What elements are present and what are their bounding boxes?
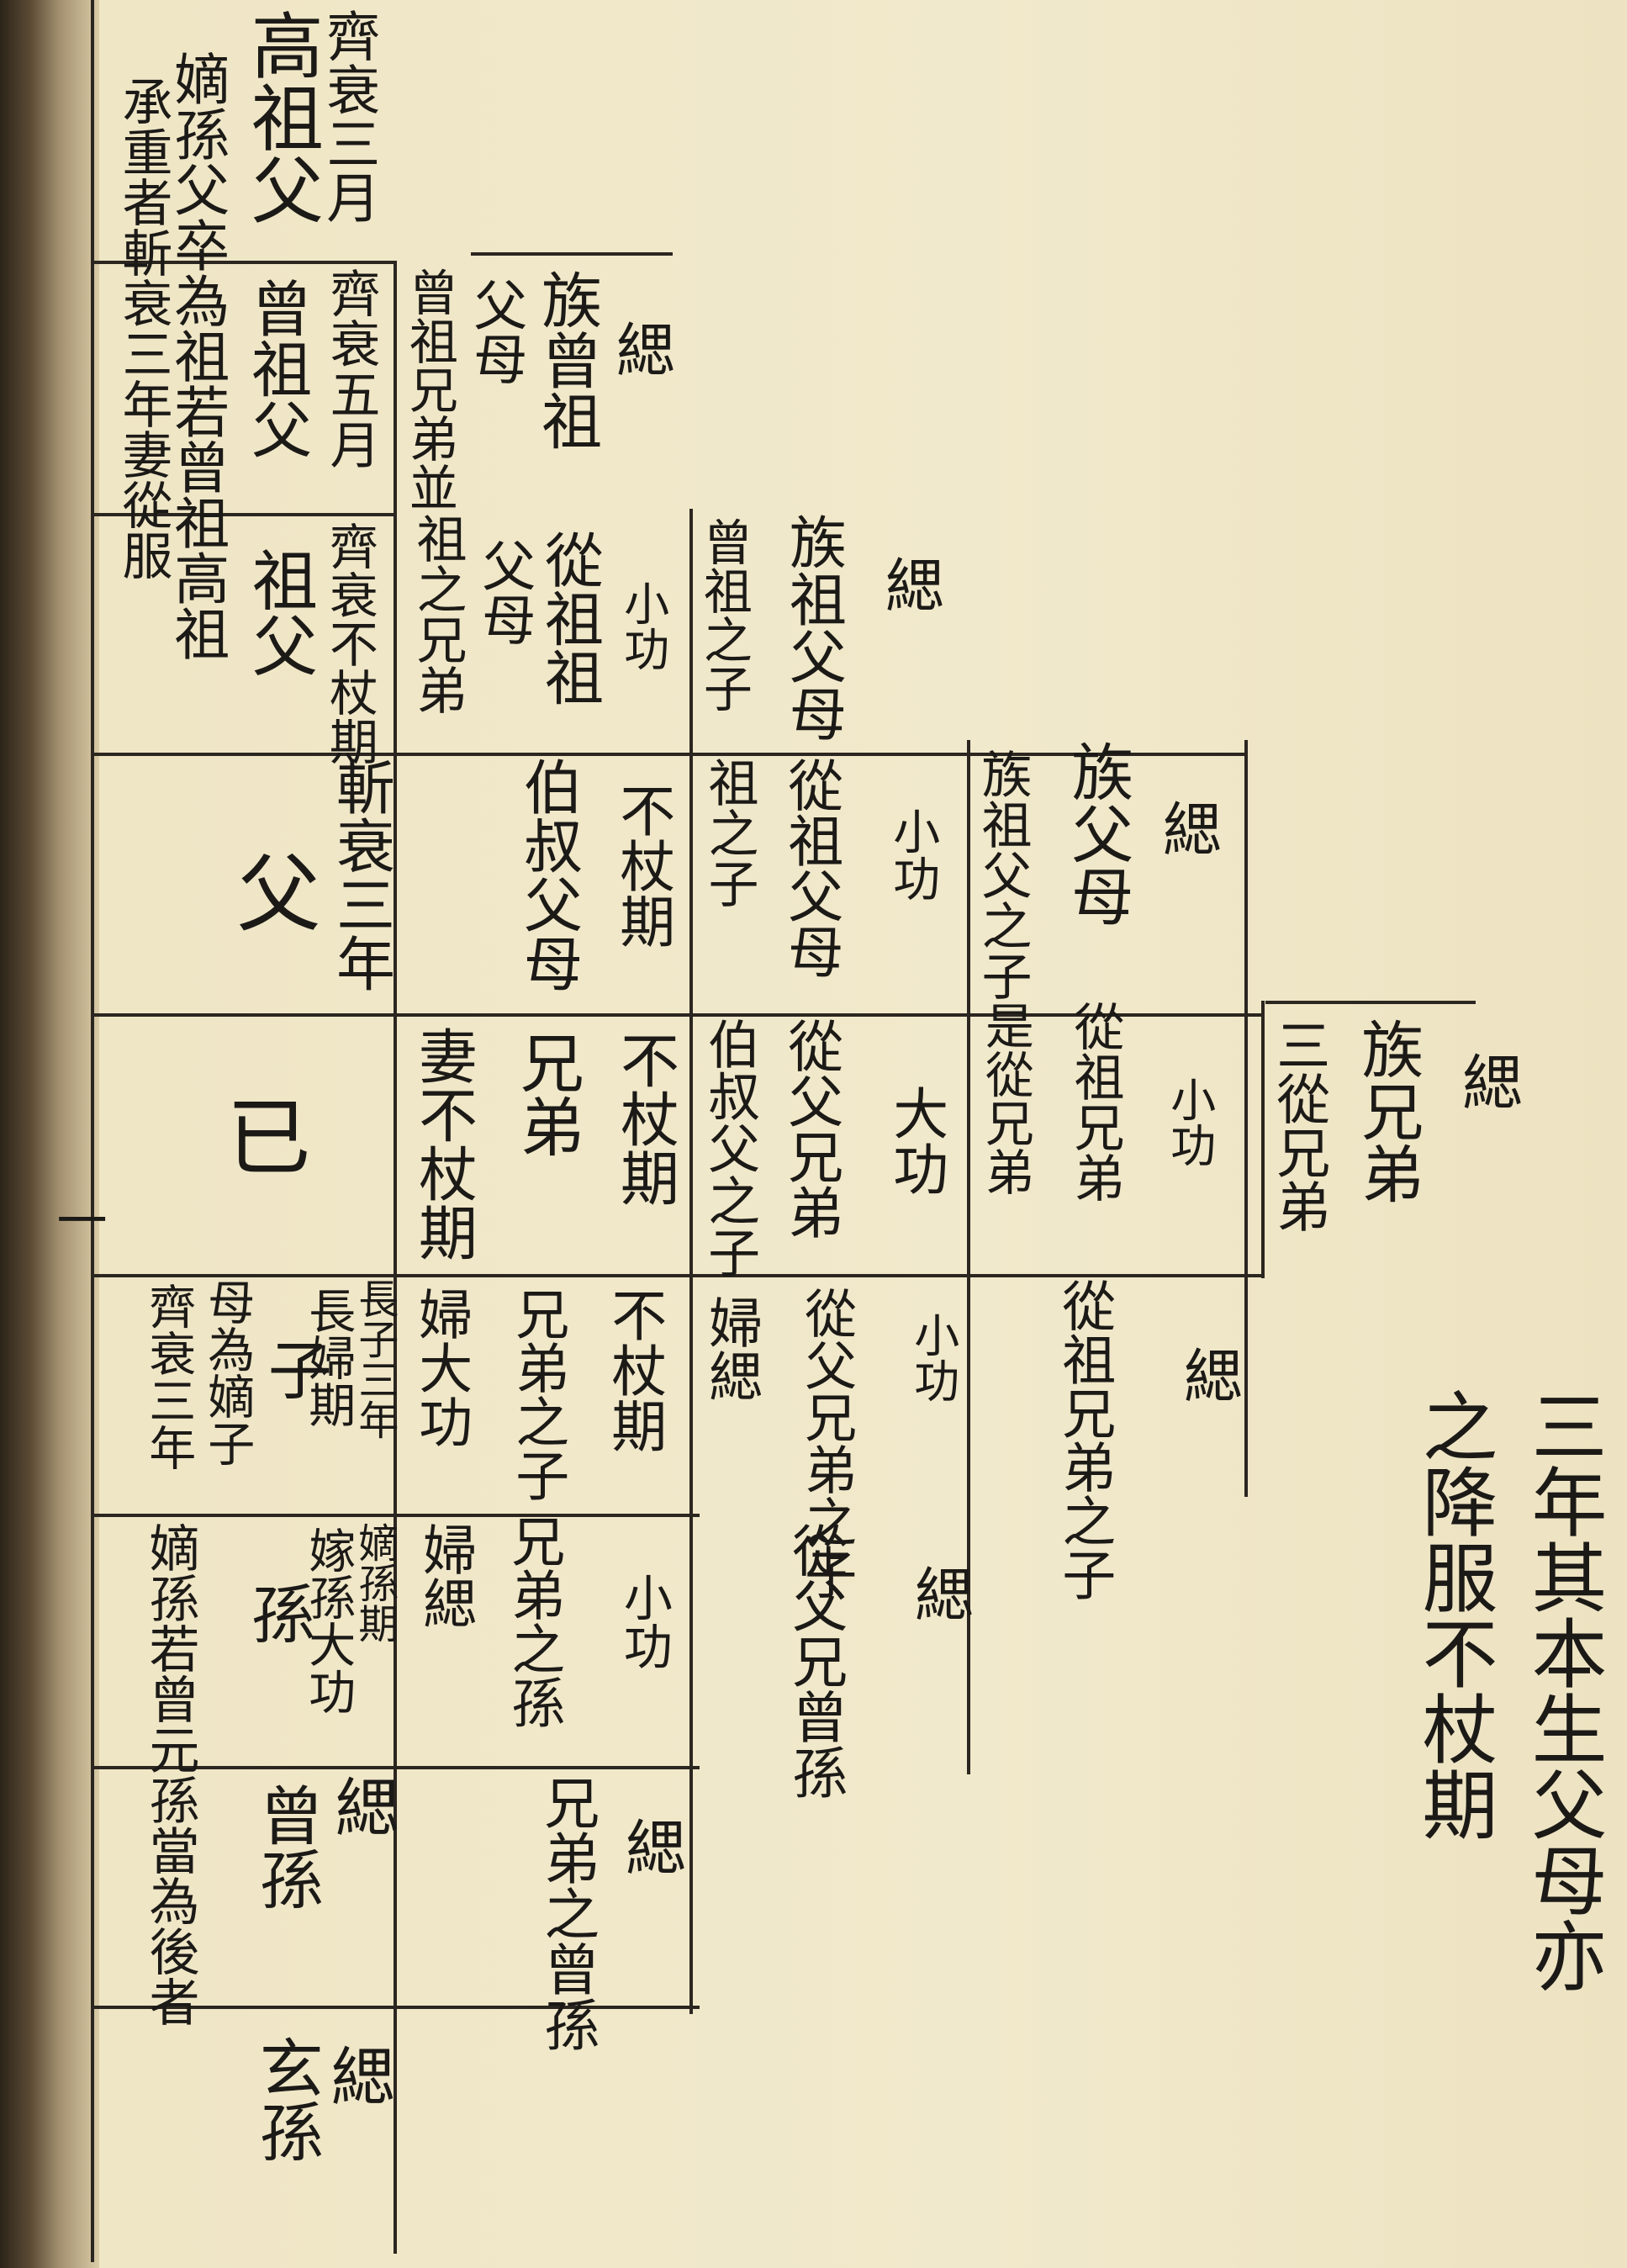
bracket-top (471, 252, 673, 256)
col3-zu-zufumu: 族祖父母 (779, 513, 846, 742)
col4-si: 緦 (1153, 799, 1223, 858)
cell-fu-mourning: 斬衰三年 (326, 757, 396, 992)
col3-si: 緦 (875, 555, 945, 614)
row-divider (91, 261, 394, 264)
cell-zufu: 祖父 (240, 547, 317, 678)
cell-zi-note: 母為嫡子 (199, 1278, 255, 1467)
col4-si2: 緦 (1174, 1345, 1244, 1404)
cell-dizhu-note-2: 承重者斬衰三年妻從服 (114, 76, 172, 580)
cell-cong-zu-zu: 從祖祖 (535, 530, 605, 706)
cell-zhangzi: 長子三年 (351, 1278, 399, 1440)
cell-zu-mourning: 齊衰不杖期 (320, 521, 378, 765)
col3-si2: 緦 (905, 1564, 975, 1623)
cell-xiaogong: 小功 (615, 580, 669, 671)
cell-ji: 已 (212, 1093, 310, 1177)
cell-buzhang3: 不杖期 (602, 1287, 668, 1453)
col3-cong-fu-xiongdi: 從父兄弟 (779, 1018, 844, 1240)
col3-dagong: 大功 (884, 1085, 949, 1196)
table-left-border (91, 0, 94, 2262)
cell-wife: 妻不杖期 (409, 1026, 478, 1261)
cell-sun: 孫 (240, 1581, 315, 1645)
col3-xiaogong2: 小功 (906, 1312, 959, 1403)
cell-xuansun: 玄孫 (248, 2035, 324, 2163)
col3-boshu-zi: 伯叔父之子 (699, 1018, 761, 1278)
col3-cong-fu-xiongdi-zi: 從父兄弟之子 (795, 1287, 858, 1599)
col3-cong-fu-xiong-zengsun: 從父兄曾孫 (783, 1522, 848, 1800)
row-divider (94, 1013, 1263, 1017)
cell-zengzufu: 曾祖父 (240, 278, 312, 459)
col3-xiaogong: 小功 (885, 807, 940, 901)
cell-fu: 父 (222, 849, 320, 933)
col4-zu-zufu-zi: 族祖父之子 (973, 748, 1032, 1001)
cell-boshu: 伯叔父母 (514, 757, 584, 992)
col4-cong-zu-xiongdi: 從祖兄弟 (1065, 1001, 1124, 1203)
cell-si: 緦 (606, 320, 676, 378)
margin-tick: 一 (48, 1194, 107, 1245)
row-divider (94, 1514, 700, 1517)
col5-top-border (1265, 1001, 1476, 1004)
row-divider (94, 1274, 1263, 1277)
cell-si-xuansun: 緦 (320, 2043, 395, 2107)
column-divider (1261, 1001, 1265, 1278)
column-divider (394, 261, 397, 2254)
cell-xiongdi-fu: 婦大功 (409, 1287, 473, 1448)
cell-zi-mourning: 齊衰三年 (140, 1282, 196, 1471)
cell-dizhu-sun: 嫡孫若曾元孫當為後者 (140, 1522, 199, 2027)
cell-si2: 緦 (615, 1816, 686, 1877)
cell-zhangsun: 嫡孫期 (351, 1522, 399, 1643)
col3-cong-zu-fumu: 從祖父母 (779, 757, 844, 979)
cell-zu-zeng-zu: 族曾祖 (531, 269, 602, 451)
col5-san-cong: 三從兄弟 (1267, 1018, 1330, 1233)
cell-zengzu-mourning: 齊衰五月 (321, 267, 380, 469)
cell-xiaogong2: 小功 (615, 1573, 673, 1670)
cell-xiongdi: 兄弟 (509, 1030, 584, 1158)
col4-xiaogong: 小功 (1162, 1076, 1216, 1167)
col4-shi: 是從兄弟 (976, 1001, 1034, 1196)
col4-cong-zu-xiong-zi: 從祖兄弟之子 (1053, 1278, 1116, 1601)
row-divider (91, 513, 394, 516)
cell-zi: 子 (256, 1337, 332, 1401)
cell-fumu: 父母 (464, 278, 527, 385)
cell-xiongdi-zengsun: 兄弟之曾孫 (535, 1774, 600, 2052)
cell-cong-fu-mu: 父母 (473, 538, 536, 646)
col4-zu-fu-mu: 族父母 (1060, 740, 1133, 927)
right-text-line1: 三年其本生父母亦 (1518, 1388, 1607, 1993)
cell-zhangfu: 長婦期 (300, 1287, 356, 1428)
cell-buzhang2: 不杖期 (610, 1030, 680, 1207)
cell-buzhang: 不杖期 (610, 782, 676, 949)
column-divider (689, 509, 693, 2014)
right-text-line2: 之降服不杖期 (1408, 1388, 1498, 1842)
cell-gaozu-mourning: 齊衰三月 (317, 8, 380, 224)
cell-gaozufu: 高祖父 (238, 8, 323, 225)
cell-sunfu: 嫁孫大功 (300, 1526, 356, 1715)
col3-fu-si: 婦緦 (700, 1295, 763, 1403)
column-divider (967, 740, 970, 1774)
cell-zu-brothers: 祖之兄弟 (408, 513, 467, 715)
row-divider (94, 1766, 700, 1769)
cell-sun-fu: 婦緦 (414, 1522, 477, 1630)
book-binding-edge (0, 0, 99, 2268)
row-divider (94, 753, 1246, 756)
col3-zu-zi: 祖之子 (700, 757, 758, 908)
row-divider (94, 2006, 700, 2009)
cell-dizhu-note-1: 嫡孫父卒為祖若曾祖高祖 (165, 50, 230, 661)
col5-si: 緦 (1451, 1051, 1523, 1112)
col3-zengzu-ci: 曾祖之子 (695, 517, 753, 712)
cell-zengzu-uncles: 曾祖兄弟並 (400, 267, 458, 511)
cell-xiongdi-sun: 兄弟之孫 (502, 1514, 565, 1729)
col5-zu-xiongdi: 族兄弟 (1350, 1018, 1424, 1204)
cell-si-zengsun: 緦 (324, 1774, 399, 1838)
column-divider (1244, 740, 1248, 1497)
cell-zengsun: 曾孫 (248, 1783, 324, 1911)
cell-xiongdi-zi: 兄弟之子 (506, 1287, 569, 1502)
